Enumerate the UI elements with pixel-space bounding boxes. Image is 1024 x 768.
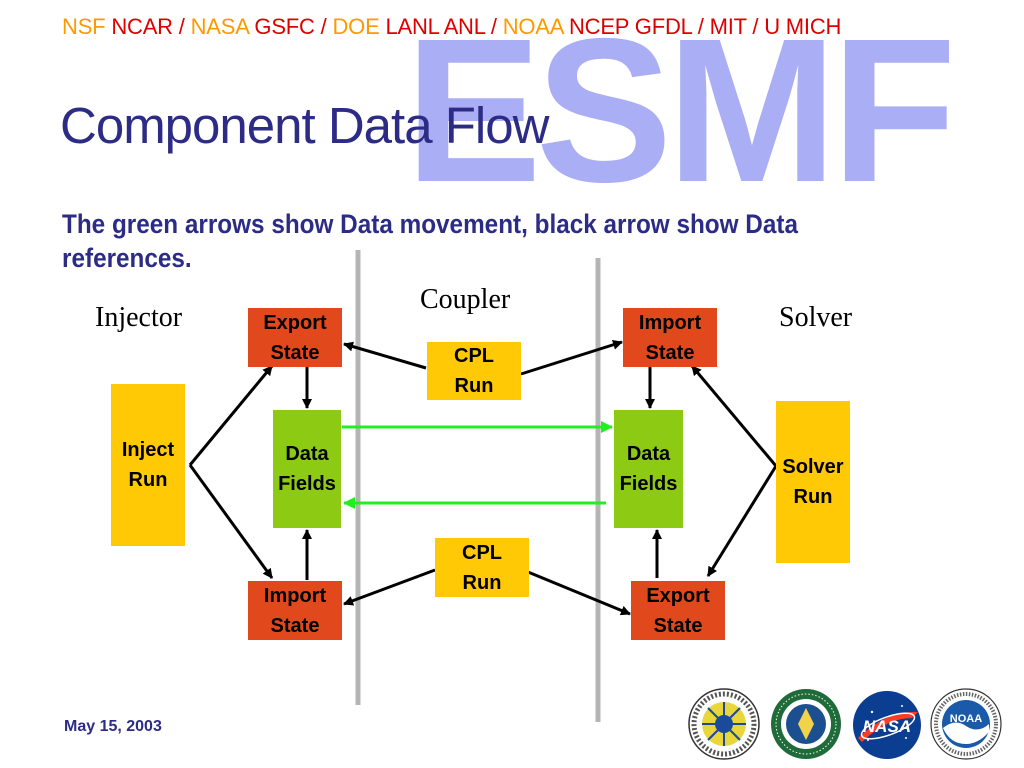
page-title: Component Data Flow <box>60 97 549 154</box>
header-part: DOE <box>332 14 386 39</box>
box-label: Solver Run <box>782 456 844 508</box>
noaa-logo-text: NOAA <box>950 713 982 725</box>
box-label: CPL Run <box>454 345 494 397</box>
esmf-watermark: ESMF <box>405 0 956 225</box>
page-subtitle: The green arrows show Data movement, bla… <box>62 209 798 273</box>
header-part: LANL ANL / <box>385 14 503 39</box>
header-part: NCAR / <box>111 14 191 39</box>
arrow-cpl-bottom-to-sol-export <box>527 570 631 616</box>
box-label: Import State <box>638 311 702 364</box>
header-part: NSF <box>62 14 112 39</box>
noaa-logo: NOAA <box>930 688 1002 760</box>
doe-logo <box>771 689 841 759</box>
solver-export-state: Export State <box>631 581 725 640</box>
inject-run: Inject Run <box>111 384 185 546</box>
cpl-run-bottom: CPL Run <box>435 538 529 597</box>
arrow-solver-to-import <box>690 365 778 467</box>
solver-import-state: Import State <box>623 308 717 367</box>
presentation-date: May 15, 2003 <box>64 718 162 735</box>
box-label: Data Fields <box>619 443 678 495</box>
arrow-cpl-top-to-sol-import <box>520 339 623 376</box>
sponsor-header: NSF NCAR / NASA GSFC / DOE LANL ANL / NO… <box>62 14 841 40</box>
solver-run: Solver Run <box>776 401 850 563</box>
box-label: Inject Run <box>121 439 175 491</box>
box-label: CPL Run <box>462 541 502 594</box>
arrow-cpl-top-to-inj-export <box>343 341 427 370</box>
box-label: Data Fields <box>278 443 336 495</box>
header-part: GSFC / <box>254 14 333 39</box>
nasa-logo: NASA <box>853 691 921 759</box>
box-label: Import State <box>263 584 327 637</box>
header-part: NCEP GFDL / MIT / U MICH <box>568 14 842 39</box>
coupler-label: Coupler <box>420 284 511 315</box>
injector-export-state: Export State <box>248 308 342 367</box>
header-part: NASA <box>190 14 255 39</box>
arrow-solver-to-export <box>706 465 778 577</box>
solver-data-fields: Data Fields <box>614 410 683 528</box>
injector-label: Injector <box>95 302 183 333</box>
injector-data-fields: Data Fields <box>273 410 341 528</box>
nasa-logo-text: NASA <box>863 717 911 736</box>
box-label: Export State <box>263 311 327 364</box>
box-label: Export State <box>646 584 710 637</box>
arrow-inject-to-import <box>188 464 274 579</box>
nsf-logo <box>688 688 760 760</box>
header-part: NOAA <box>502 14 569 39</box>
injector-import-state: Import State <box>248 581 342 640</box>
arrow-inject-to-export <box>188 365 274 466</box>
arrow-cpl-bottom-to-inj-import <box>343 568 436 606</box>
cpl-run-top: CPL Run <box>427 342 521 400</box>
solver-label: Solver <box>779 302 853 333</box>
